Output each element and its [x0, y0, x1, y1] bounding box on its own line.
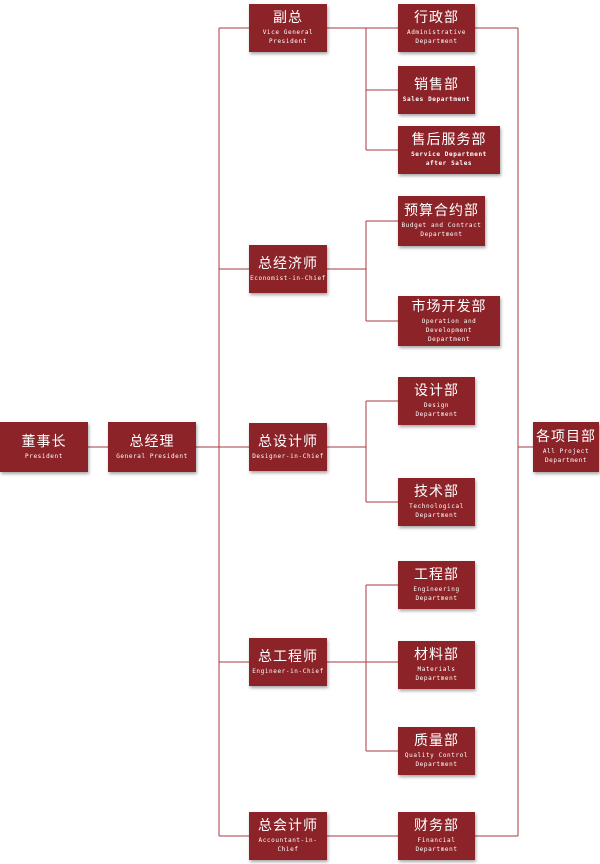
node-designer-in-chief-title: 总设计师 [258, 433, 318, 450]
node-sales-department-title: 销售部 [414, 76, 459, 93]
node-service-department-title: 售后服务部 [411, 132, 487, 148]
node-materials-department-title: 材料部 [414, 647, 459, 663]
node-budget-contract-department-title: 预算合约部 [404, 203, 479, 219]
node-administrative-department: 行政部 Administrative Department [398, 4, 475, 52]
node-administrative-department-title: 行政部 [414, 10, 459, 26]
node-general-manager: 总经理 General President [108, 422, 196, 472]
node-accountant-in-chief-title: 总会计师 [258, 818, 318, 834]
node-technology-department-subtitle: Technological Department [409, 503, 464, 519]
node-technology-department-title: 技术部 [414, 484, 459, 500]
node-finance-department-title: 财务部 [414, 818, 459, 834]
node-engineer-in-chief-subtitle: Engineer-in-Chief [252, 667, 324, 675]
node-general-manager-subtitle: General President [116, 452, 188, 460]
node-economist-in-chief: 总经济师 Economist-in-Chief [249, 245, 327, 293]
node-president-title: 董事长 [21, 433, 67, 450]
node-engineer-in-chief-title: 总工程师 [258, 648, 318, 665]
node-administrative-department-subtitle: Administrative Department [407, 29, 466, 45]
node-technology-department: 技术部 Technological Department [398, 478, 475, 526]
node-engineering-department: 工程部 Engineering Department [398, 561, 475, 609]
node-all-project-department: 各项目部 All Project Department [533, 422, 599, 472]
node-economist-in-chief-title: 总经济师 [258, 255, 318, 272]
node-all-project-department-title: 各项目部 [536, 429, 596, 445]
node-market-development-department-title: 市场开发部 [411, 298, 487, 315]
node-design-department-title: 设计部 [414, 383, 459, 399]
node-quality-department-subtitle: Quality Control Department [404, 752, 469, 768]
node-economist-in-chief-subtitle: Economist-in-Chief [250, 274, 326, 282]
node-sales-department-subtitle: Sales Department [402, 95, 471, 103]
node-designer-in-chief-subtitle: Designer-in-Chief [252, 452, 324, 460]
node-accountant-in-chief-subtitle: Accountant-in-Chief [258, 837, 318, 853]
node-engineer-in-chief: 总工程师 Engineer-in-Chief [249, 638, 327, 686]
node-general-manager-title: 总经理 [129, 433, 175, 450]
node-president-subtitle: President [25, 452, 63, 460]
node-sales-department: 销售部 Sales Department [398, 66, 475, 114]
node-budget-contract-department-subtitle: Budget and Contract Department [401, 222, 482, 238]
node-vice-president-title: 副总 [273, 10, 303, 26]
node-quality-department-title: 质量部 [414, 733, 459, 749]
node-quality-department: 质量部 Quality Control Department [398, 727, 475, 775]
node-budget-contract-department: 预算合约部 Budget and Contract Department [398, 196, 485, 246]
node-designer-in-chief: 总设计师 Designer-in-Chief [249, 423, 327, 471]
node-design-department: 设计部 Design Department [398, 377, 475, 425]
node-all-project-department-subtitle: All Project Department [542, 448, 590, 464]
node-engineering-department-subtitle: Engineering Department [413, 586, 460, 602]
node-market-development-department-subtitle: Operation and Development Department [421, 317, 477, 343]
node-materials-department-subtitle: Materials Department [415, 666, 458, 682]
node-vice-president: 副总 Vice General President [249, 4, 327, 52]
node-service-department: 售后服务部 Service Department after Sales [398, 126, 500, 174]
node-accountant-in-chief: 总会计师 Accountant-in-Chief [249, 812, 327, 860]
node-market-development-department: 市场开发部 Operation and Development Departme… [398, 296, 500, 346]
node-materials-department: 材料部 Materials Department [398, 641, 475, 689]
node-service-department-subtitle: Service Department after Sales [411, 151, 487, 167]
node-vice-president-subtitle: Vice General President [262, 29, 314, 45]
node-engineering-department-title: 工程部 [414, 567, 459, 583]
node-president: 董事长 President [0, 422, 88, 472]
node-finance-department-subtitle: Financial Department [415, 837, 458, 853]
node-finance-department: 财务部 Financial Department [398, 812, 475, 860]
node-design-department-subtitle: Design Department [415, 402, 458, 418]
